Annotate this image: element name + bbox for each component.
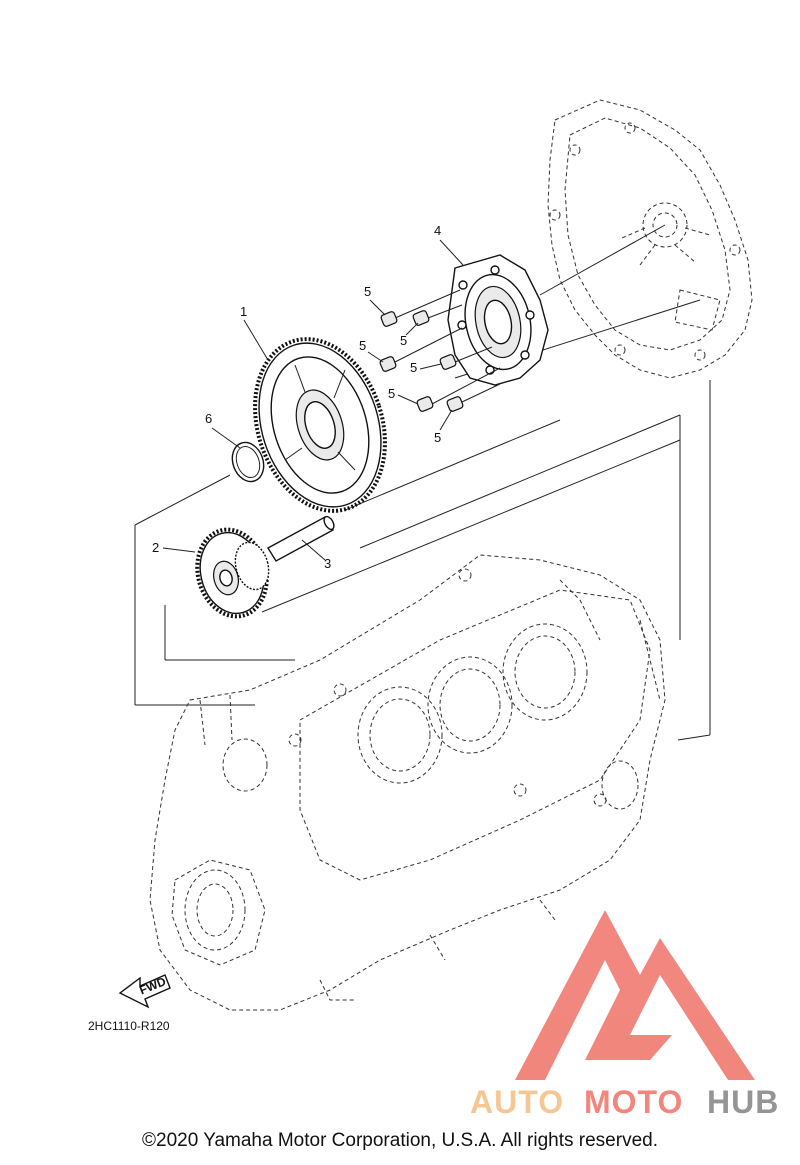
bolts-part-5	[379, 289, 501, 412]
callout-5d: 5	[410, 360, 417, 375]
bolt	[439, 346, 493, 370]
callout-5c: 5	[359, 338, 366, 353]
bolt	[379, 327, 463, 372]
starter-wheel-gear-part-1	[253, 337, 387, 513]
watermark-auto: AUTO	[470, 1084, 564, 1120]
callout-1: 1	[240, 304, 247, 319]
fwd-arrow: FWD	[118, 974, 171, 1009]
bolt	[412, 304, 463, 326]
callout-6: 6	[205, 411, 212, 426]
callout-5a: 5	[364, 284, 371, 299]
callout-5e: 5	[388, 386, 395, 401]
idler-gear-part-2	[195, 527, 270, 619]
starter-clutch-part-4	[447, 254, 549, 386]
callout-labels: 1 2 3 4 5 5 5 5 5 5 6	[152, 223, 464, 571]
crankcase-assembly	[149, 554, 666, 1011]
bolt	[446, 383, 501, 412]
bolt	[416, 367, 501, 412]
automotohub-watermark-logo: AUTO MOTO HUB	[470, 910, 779, 1120]
callout-5f: 5	[434, 430, 441, 445]
leader-lines	[134, 224, 711, 741]
callout-3: 3	[324, 556, 331, 571]
crankcase-cover	[547, 99, 753, 379]
callout-2: 2	[152, 540, 159, 555]
callout-5b: 5	[400, 333, 407, 348]
bolt	[380, 289, 461, 327]
circlip-part-6	[231, 441, 265, 483]
diagram-code: 2HC1110-R120	[88, 1019, 170, 1033]
watermark-hub: HUB	[707, 1084, 779, 1120]
watermark-moto: MOTO	[584, 1084, 683, 1120]
callout-4: 4	[434, 223, 441, 238]
shaft-part-3	[267, 515, 335, 562]
copyright-notice: ©2020 Yamaha Motor Corporation, U.S.A. A…	[142, 1130, 658, 1151]
